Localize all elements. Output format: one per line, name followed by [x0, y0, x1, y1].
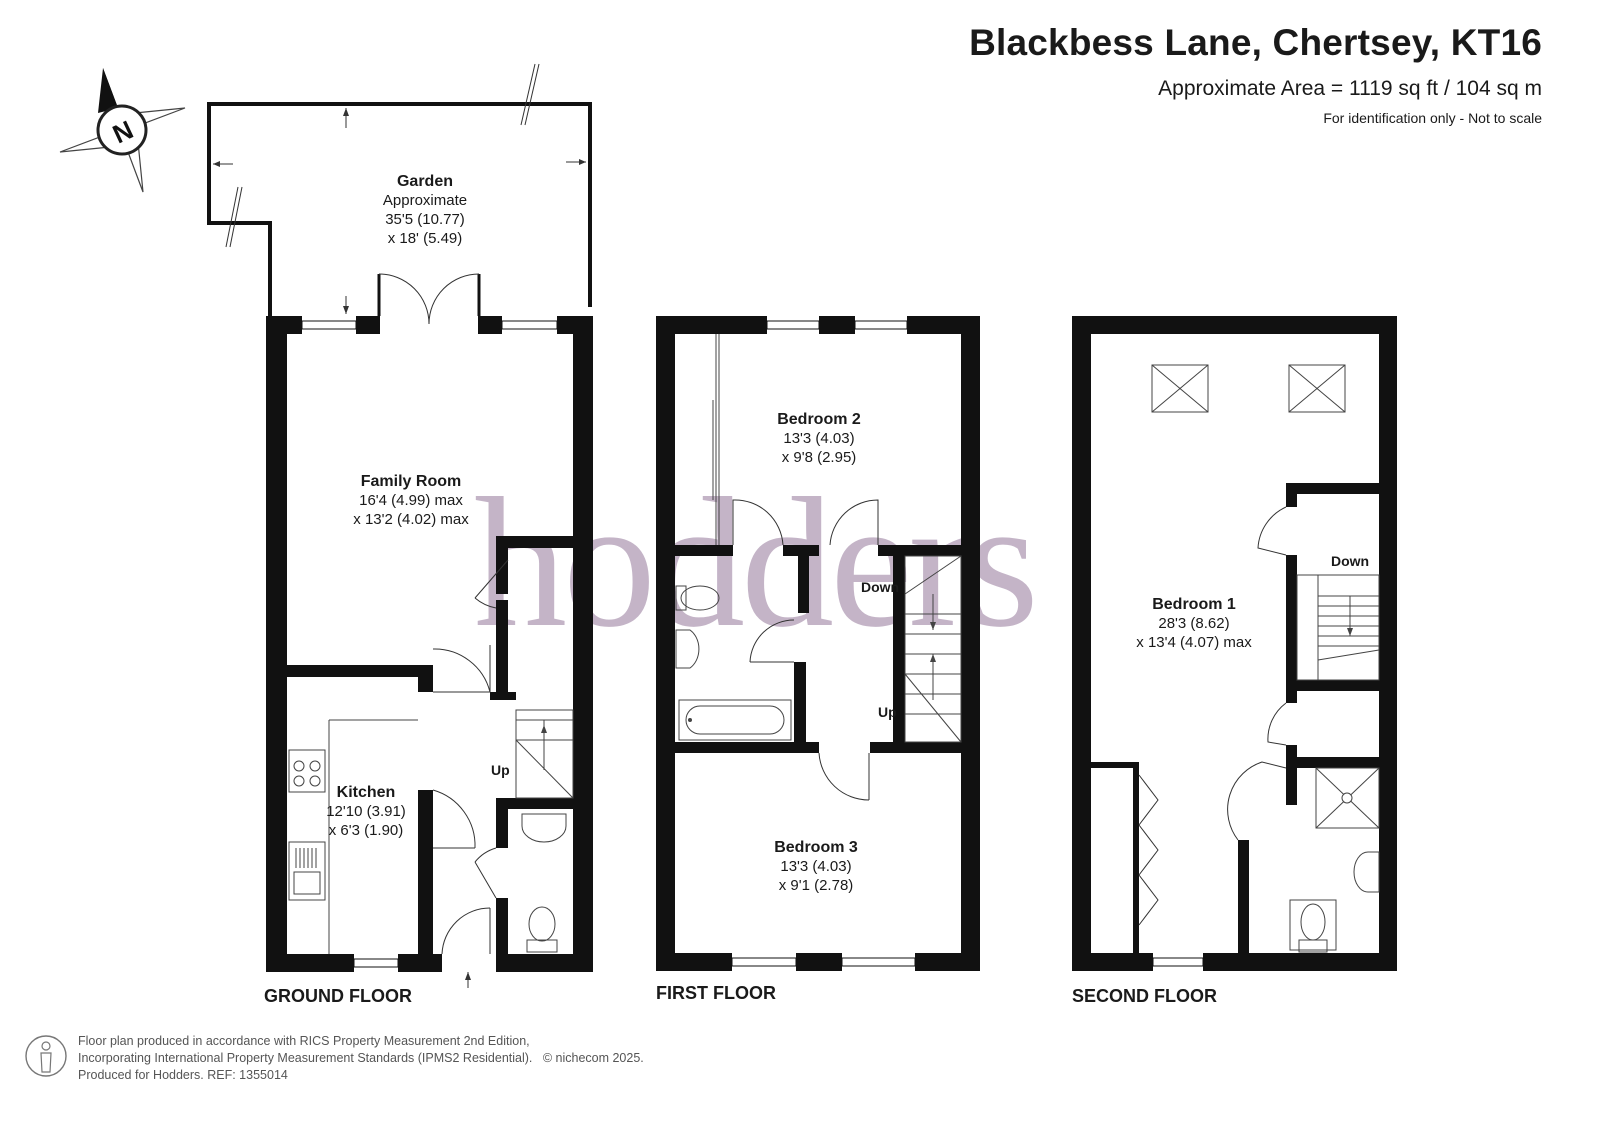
- footer-line: Floor plan produced in accordance with R…: [78, 1034, 530, 1048]
- room-dimension: x 9'1 (2.78): [778, 877, 854, 894]
- room-dimension: x 13'2 (4.02) max: [353, 511, 469, 528]
- room-family-room: Family Room 16'4 (4.99) max x 13'2 (4.02…: [353, 472, 468, 529]
- footer-text: Incorporating International Property Mea…: [78, 1051, 533, 1065]
- room-name: Kitchen: [336, 784, 396, 801]
- room-dimension: 35'5 (10.77): [385, 211, 465, 228]
- identification-note: For identification only - Not to scale: [1323, 110, 1542, 126]
- property-title: Blackbess Lane, Chertsey, KT16: [969, 22, 1542, 63]
- room-bedroom-3: Bedroom 3 13'3 (4.03) x 9'1 (2.78): [774, 838, 858, 895]
- room-name: Bedroom 2: [777, 411, 861, 428]
- room-dimension: Approximate: [382, 192, 468, 209]
- first-floor-plan: [656, 316, 980, 971]
- footer-line: Produced for Hodders. REF: 1355014: [78, 1068, 288, 1082]
- room-dimension: 28'3 (8.62): [1158, 615, 1230, 632]
- stair-down-label: Down: [861, 579, 900, 595]
- second-floor-label: SECOND FLOOR: [1072, 986, 1218, 1006]
- ground-floor-plan: [207, 63, 593, 988]
- hodders-watermark: hodders: [474, 460, 1039, 666]
- ground-floor-label: GROUND FLOOR: [264, 986, 412, 1006]
- stair-up-label: Up: [878, 704, 897, 720]
- room-garden: Garden Approximate 35'5 (10.77) x 18' (5…: [383, 172, 467, 248]
- room-kitchen: Kitchen 12'10 (3.91) x 6'3 (1.90): [326, 783, 406, 840]
- first-floor-label: FIRST FLOOR: [656, 983, 776, 1003]
- room-bedroom-1: Bedroom 1 28'3 (8.62) x 13'4 (4.07) max: [1136, 595, 1251, 652]
- room-dimension: x 18' (5.49): [387, 230, 463, 247]
- second-floor-plan: [1072, 316, 1397, 971]
- room-name: Family Room: [360, 473, 462, 490]
- approximate-area: Approximate Area = 1119 sq ft / 104 sq m: [1158, 77, 1542, 100]
- room-dimension: x 13'4 (4.07) max: [1136, 634, 1252, 651]
- room-dimension: x 6'3 (1.90): [328, 822, 404, 839]
- room-name: Bedroom 1: [1152, 596, 1236, 613]
- person-scale-icon: [25, 1035, 67, 1077]
- room-dimension: x 9'8 (2.95): [781, 449, 857, 466]
- footer-line: Incorporating International Property Mea…: [78, 1050, 644, 1067]
- stair-up-label: Up: [491, 762, 510, 778]
- room-name: Bedroom 3: [774, 839, 858, 856]
- copyright: © nichecom 2025.: [542, 1051, 644, 1065]
- room-dimension: 12'10 (3.91): [326, 803, 406, 820]
- room-bedroom-2: Bedroom 2 13'3 (4.03) x 9'8 (2.95): [777, 410, 861, 467]
- room-dimension: 13'3 (4.03): [780, 858, 852, 875]
- footer-notes: Floor plan produced in accordance with R…: [78, 1033, 644, 1084]
- room-dimension: 16'4 (4.99) max: [359, 492, 463, 509]
- room-name: Garden: [396, 173, 453, 190]
- room-dimension: 13'3 (4.03): [783, 430, 855, 447]
- compass-rose: N: [59, 68, 186, 193]
- stair-down-label: Down: [1331, 553, 1370, 569]
